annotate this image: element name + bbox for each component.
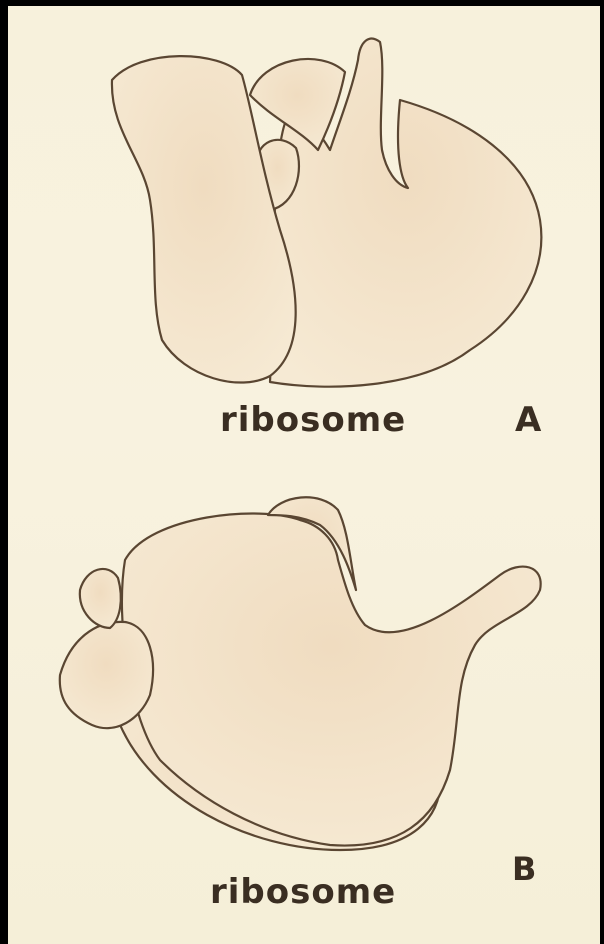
ribosome-b-tip	[80, 569, 121, 628]
panel-letter-a: A	[515, 400, 541, 440]
caption-a: ribosome	[220, 400, 406, 440]
caption-b: ribosome	[210, 872, 396, 912]
panel-letter-b: B	[512, 850, 536, 888]
ribosome-a	[112, 39, 541, 387]
ribosome-b-small-subunit	[60, 622, 153, 728]
ribosome-b	[60, 497, 541, 850]
